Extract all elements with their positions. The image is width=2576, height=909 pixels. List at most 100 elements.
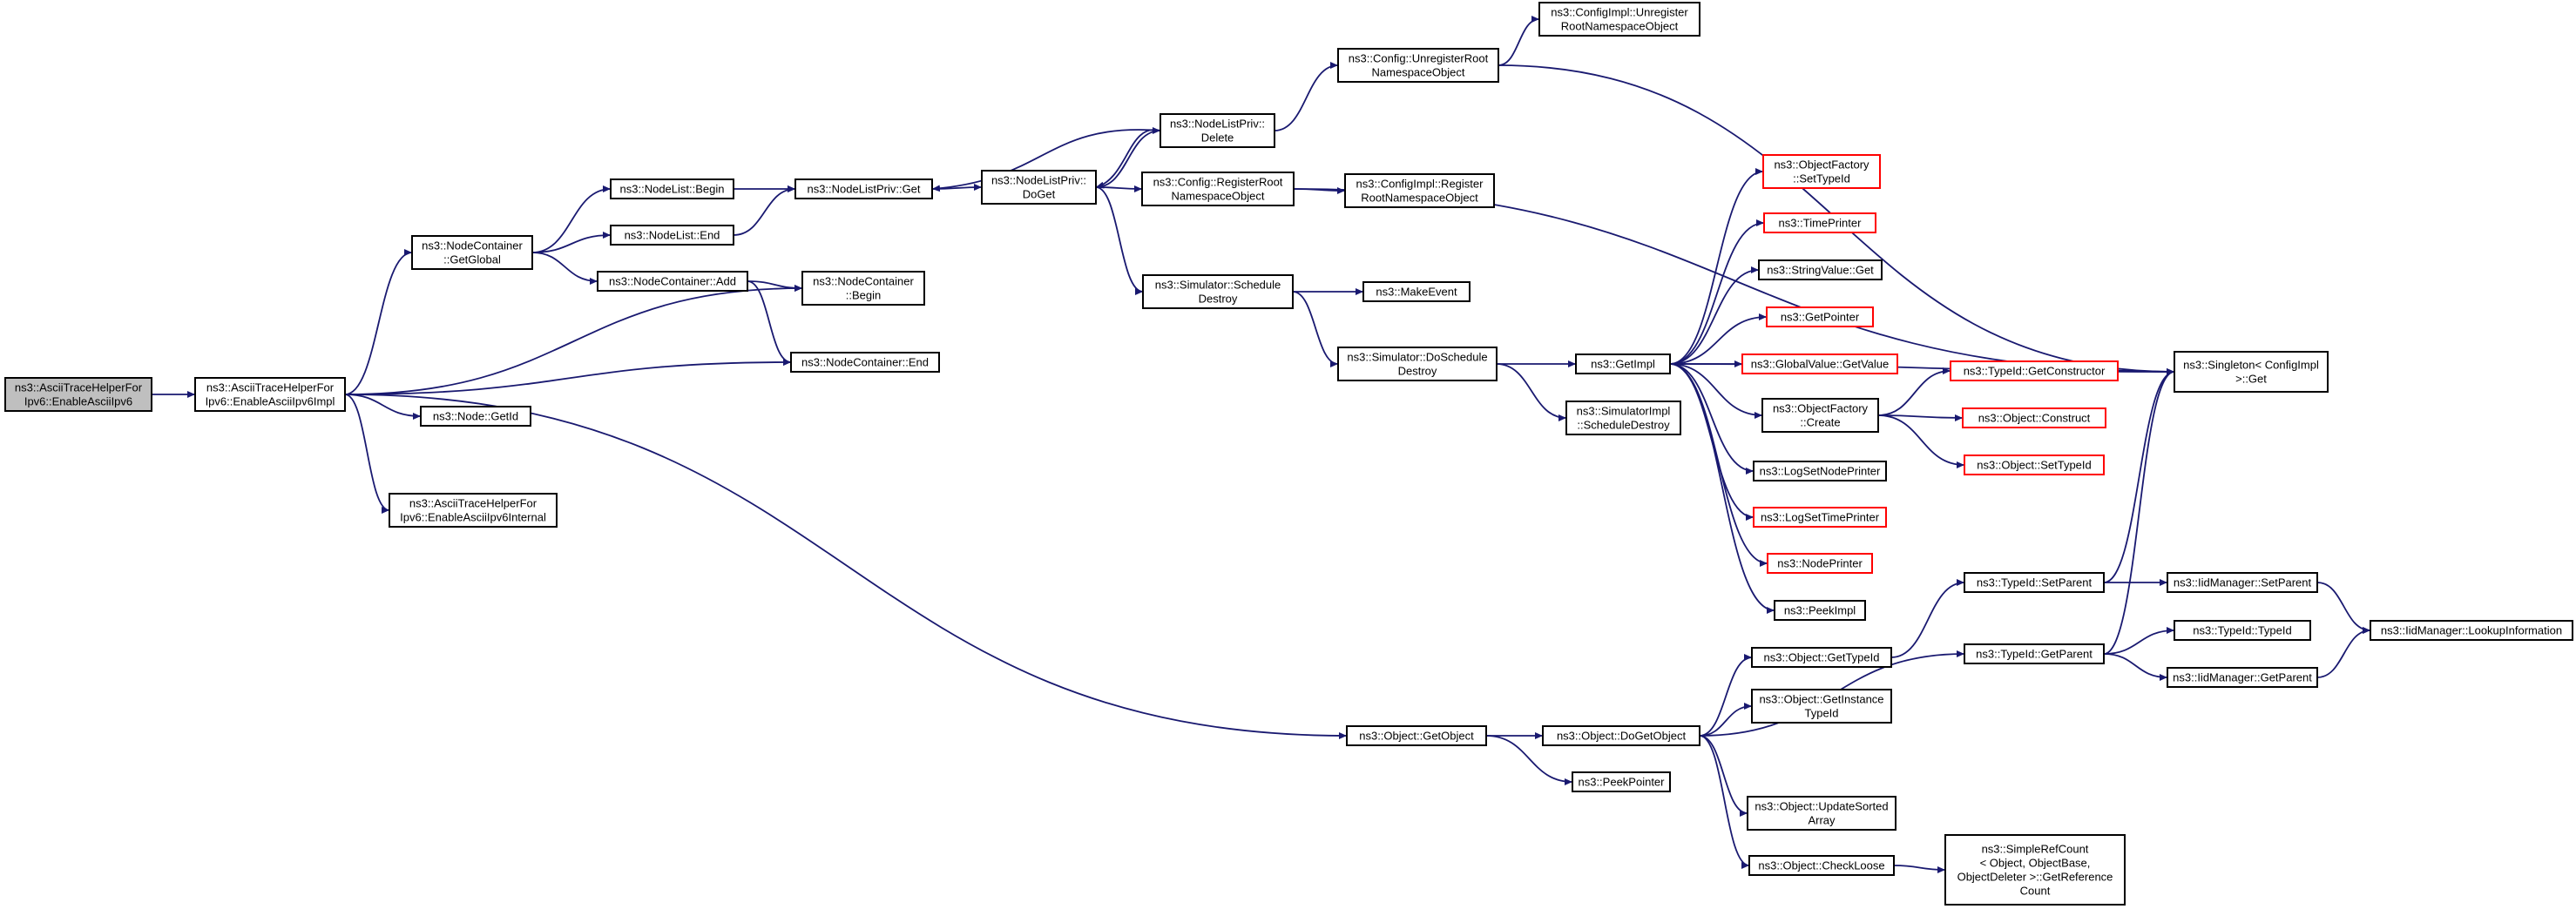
node-tid-type-id[interactable]: ns3::TypeId::TypeId bbox=[2174, 620, 2311, 641]
node-box bbox=[1774, 600, 1866, 621]
node-nc-begin[interactable]: ns3::NodeContainer::Begin bbox=[801, 271, 925, 306]
node-label-line: Destroy bbox=[1398, 365, 1437, 378]
node-singleton-get[interactable]: ns3::Singleton< ConfigImpl >::Get bbox=[2174, 351, 2329, 393]
node-label-line: ns3::Object::UpdateSorted bbox=[1755, 800, 1888, 813]
node-box bbox=[1766, 306, 1874, 327]
node-get-pointer[interactable]: ns3::GetPointer bbox=[1766, 306, 1874, 327]
node-cfg-impl-register[interactable]: ns3::ConfigImpl::RegisterRootNamespaceOb… bbox=[1344, 173, 1495, 208]
node-root[interactable]: ns3::AsciiTraceHelperForIpv6::EnableAsci… bbox=[4, 377, 152, 412]
node-node-get-id[interactable]: ns3::Node::GetId bbox=[420, 406, 531, 427]
edge-obj-get-object-to-peek-pointer bbox=[1485, 735, 1573, 785]
node-nc-end[interactable]: ns3::NodeContainer::End bbox=[790, 352, 940, 373]
node-tid-get-constructor[interactable]: ns3::TypeId::GetConstructor bbox=[1950, 360, 2119, 381]
node-time-printer[interactable]: ns3::TimePrinter bbox=[1763, 212, 1876, 233]
node-make-event[interactable]: ns3::MakeEvent bbox=[1362, 281, 1471, 302]
node-tid-get-parent[interactable]: ns3::TypeId::GetParent bbox=[1964, 643, 2105, 664]
node-label-line: ns3::NodeContainer::End bbox=[801, 356, 929, 369]
node-label-line: ns3::IidManager::SetParent bbox=[2174, 576, 2312, 589]
node-log-set-node-printer[interactable]: ns3::LogSetNodePrinter bbox=[1753, 461, 1887, 481]
node-box bbox=[1572, 771, 1671, 792]
node-label-line: ObjectDeleter >::GetReference bbox=[1957, 871, 2113, 884]
node-box bbox=[1346, 725, 1487, 746]
node-box bbox=[801, 271, 925, 306]
node-node-printer[interactable]: ns3::NodePrinter bbox=[1767, 553, 1873, 574]
node-box bbox=[2370, 620, 2573, 641]
node-box bbox=[597, 271, 748, 292]
edge-obj-check-loose-to-simple-ref-count bbox=[1893, 865, 1946, 873]
edge-nl-end-to-nlp-get bbox=[733, 185, 796, 236]
node-nlp-get[interactable]: ns3::NodeListPriv::Get bbox=[794, 178, 933, 199]
edge-nlp-delete-to-nlp-get bbox=[931, 129, 1161, 192]
node-obj-get-object[interactable]: ns3::Object::GetObject bbox=[1346, 725, 1487, 746]
node-label-line: NamespaceObject bbox=[1172, 190, 1265, 203]
node-tid-set-parent[interactable]: ns3::TypeId::SetParent bbox=[1964, 572, 2105, 593]
edge-enable-impl-to-nc-end bbox=[344, 359, 792, 395]
node-label-line: ns3::ObjectFactory bbox=[1773, 402, 1869, 415]
edge-tid-set-parent-to-singleton-get bbox=[2103, 368, 2175, 583]
node-label-line: ns3::NodeContainer bbox=[813, 275, 914, 288]
node-label-line: ns3::NodeListPriv::Get bbox=[807, 183, 920, 196]
node-peek-pointer[interactable]: ns3::PeekPointer bbox=[1572, 771, 1671, 792]
edge-nlp-delete-to-nlp-do-get bbox=[1095, 129, 1161, 189]
node-label-line: ::Create bbox=[1800, 416, 1840, 429]
node-label-line: RootNamespaceObject bbox=[1561, 20, 1679, 33]
node-of-set-type-id[interactable]: ns3::ObjectFactory::SetTypeId bbox=[1762, 154, 1881, 189]
node-box bbox=[420, 406, 531, 427]
node-label-line: ns3::Object::Construct bbox=[1978, 412, 2091, 425]
node-enable-internal[interactable]: ns3::AsciiTraceHelperForIpv6::EnableAsci… bbox=[389, 493, 558, 528]
node-nlp-delete[interactable]: ns3::NodeListPriv::Delete bbox=[1160, 113, 1275, 148]
node-cfg-impl-unregister[interactable]: ns3::ConfigImpl::UnregisterRootNamespace… bbox=[1538, 2, 1700, 37]
node-obj-do-get-object[interactable]: ns3::Object::DoGetObject bbox=[1542, 725, 1700, 746]
node-string-value-get[interactable]: ns3::StringValue::Get bbox=[1758, 259, 1883, 280]
node-box bbox=[1751, 689, 1892, 724]
edge-sim-schedule-destroy-to-sim-do-schedule-destroy bbox=[1292, 291, 1339, 367]
node-label-line: ns3::Simulator::Schedule bbox=[1155, 279, 1281, 292]
node-sim-schedule-destroy[interactable]: ns3::Simulator::ScheduleDestroy bbox=[1142, 274, 1294, 309]
node-label-line: ns3::GlobalValue::GetValue bbox=[1751, 358, 1890, 371]
node-box bbox=[1964, 572, 2105, 593]
node-enable-impl[interactable]: ns3::AsciiTraceHelperForIpv6::EnableAsci… bbox=[194, 377, 346, 412]
node-label-line: ns3::AsciiTraceHelperFor bbox=[206, 381, 335, 394]
node-obj-set-type-id[interactable]: ns3::Object::SetTypeId bbox=[1964, 454, 2105, 475]
node-box bbox=[1142, 274, 1294, 309]
edge-tid-get-parent-to-tid-type-id bbox=[2103, 627, 2175, 655]
node-obj-get-type-id[interactable]: ns3::Object::GetTypeId bbox=[1751, 647, 1892, 668]
node-obj-construct[interactable]: ns3::Object::Construct bbox=[1962, 407, 2106, 428]
edge-get-impl-to-of-set-type-id bbox=[1669, 168, 1764, 365]
node-of-create[interactable]: ns3::ObjectFactory::Create bbox=[1761, 398, 1879, 433]
node-peek-impl[interactable]: ns3::PeekImpl bbox=[1774, 600, 1866, 621]
edge-enable-impl-to-enable-internal bbox=[344, 394, 390, 514]
node-label-line: ns3::GetImpl bbox=[1591, 358, 1655, 371]
node-global-value-get-value[interactable]: ns3::GlobalValue::GetValue bbox=[1741, 354, 1898, 374]
node-label-line: Ipv6::EnableAsciiIpv6 bbox=[24, 395, 132, 408]
node-get-impl[interactable]: ns3::GetImpl bbox=[1575, 354, 1671, 374]
node-nl-begin[interactable]: ns3::NodeList::Begin bbox=[610, 178, 734, 199]
edge-cfg-register-to-singleton-get bbox=[1293, 188, 2175, 375]
node-iid-lookup-information[interactable]: ns3::IidManager::LookupInformation bbox=[2370, 620, 2573, 641]
node-simple-ref-count[interactable]: ns3::SimpleRefCount< Object, ObjectBase,… bbox=[1944, 834, 2126, 906]
node-box bbox=[1542, 725, 1700, 746]
node-iid-get-parent[interactable]: ns3::IidManager::GetParent bbox=[2167, 667, 2318, 688]
node-label-line: ns3::AsciiTraceHelperFor bbox=[409, 497, 538, 510]
node-get-global[interactable]: ns3::NodeContainer::GetGlobal bbox=[411, 235, 533, 270]
node-sim-impl-schedule-destroy[interactable]: ns3::SimulatorImpl::ScheduleDestroy bbox=[1565, 401, 1681, 435]
edge-get-global-to-nl-begin bbox=[531, 185, 612, 253]
node-nlp-do-get[interactable]: ns3::NodeListPriv::DoGet bbox=[981, 170, 1097, 205]
edge-get-impl-to-log-set-node-printer bbox=[1669, 363, 1755, 475]
node-nl-end[interactable]: ns3::NodeList::End bbox=[610, 225, 734, 246]
node-box bbox=[1950, 360, 2119, 381]
node-nc-add[interactable]: ns3::NodeContainer::Add bbox=[597, 271, 748, 292]
node-obj-check-loose[interactable]: ns3::Object::CheckLoose bbox=[1748, 855, 1895, 876]
node-iid-set-parent[interactable]: ns3::IidManager::SetParent bbox=[2167, 572, 2318, 593]
node-label-line: ns3::Object::GetInstance bbox=[1759, 693, 1883, 706]
node-label-line: ns3::Object::DoGetObject bbox=[1557, 730, 1687, 743]
node-box bbox=[1753, 507, 1887, 528]
node-log-set-time-printer[interactable]: ns3::LogSetTimePrinter bbox=[1753, 507, 1887, 528]
node-label-line: NamespaceObject bbox=[1372, 66, 1465, 79]
node-label-line: ::SetTypeId bbox=[1793, 172, 1850, 185]
node-cfg-unregister[interactable]: ns3::Config::UnregisterRootNamespaceObje… bbox=[1337, 48, 1499, 83]
